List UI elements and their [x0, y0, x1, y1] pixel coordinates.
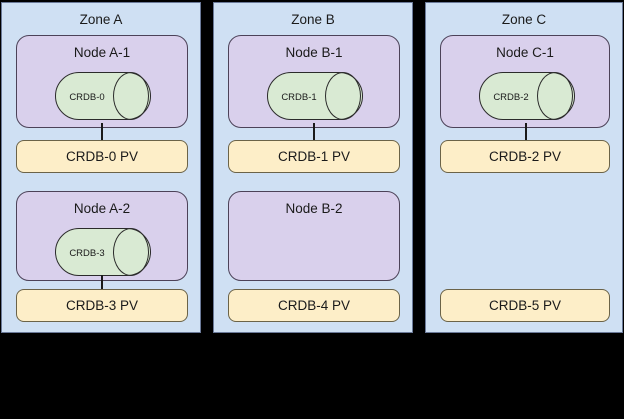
node-a-1-label: Node A-1 — [73, 45, 131, 60]
pv-crdb-2: CRDB-2 PV — [440, 140, 610, 173]
zone-b: Zone B Node B-1 CRDB-1 CRDB-1 PV Node B-… — [213, 2, 413, 333]
cylinder-cap-icon — [537, 72, 573, 120]
pv-crdb-1: CRDB-1 PV — [228, 140, 400, 173]
pod-crdb-2: CRDB-2 — [479, 72, 575, 120]
node-b-2-label: Node B-2 — [285, 201, 343, 216]
node-b-2: Node B-2 — [228, 191, 400, 281]
pv-crdb-4: CRDB-4 PV — [228, 289, 400, 322]
cylinder-cap-icon — [325, 72, 361, 120]
node-a-1: Node A-1 CRDB-0 — [16, 35, 188, 128]
pod-crdb-1: CRDB-1 — [267, 72, 363, 120]
pv-crdb-3-label: CRDB-3 PV — [65, 298, 138, 313]
pv-crdb-5: CRDB-5 PV — [440, 289, 610, 322]
cylinder-cap-icon — [113, 72, 149, 120]
node-b-1-label: Node B-1 — [285, 45, 343, 60]
pv-crdb-0-label: CRDB-0 PV — [65, 149, 138, 164]
node-c-1: Node C-1 CRDB-2 — [440, 35, 610, 128]
pv-crdb-4-label: CRDB-4 PV — [277, 298, 350, 313]
pod-crdb-1-label: CRDB-1 — [281, 91, 317, 103]
node-a-2: Node A-2 CRDB-3 — [16, 191, 188, 281]
pv-crdb-0: CRDB-0 PV — [16, 140, 188, 173]
pv-crdb-2-label: CRDB-2 PV — [488, 149, 561, 164]
pod-crdb-3-label: CRDB-3 — [69, 247, 105, 259]
zone-a: Zone A Node A-1 CRDB-0 CRDB-0 PV Node A-… — [1, 2, 201, 333]
connector-crdb-3-to-pv — [101, 275, 103, 293]
pod-crdb-0: CRDB-0 — [55, 72, 151, 120]
connector-crdb-1-to-pv — [313, 123, 315, 141]
pod-crdb-3: CRDB-3 — [55, 228, 151, 276]
pod-crdb-2-label: CRDB-2 — [493, 91, 529, 103]
connector-crdb-2-to-pv — [525, 123, 527, 141]
zone-c-label: Zone C — [501, 12, 547, 27]
connector-crdb-0-to-pv — [101, 123, 103, 141]
pv-crdb-5-label: CRDB-5 PV — [488, 298, 561, 313]
node-b-1: Node B-1 CRDB-1 — [228, 35, 400, 128]
pv-crdb-3: CRDB-3 PV — [16, 289, 188, 322]
node-a-2-label: Node A-2 — [73, 201, 131, 216]
node-c-1-label: Node C-1 — [496, 45, 554, 60]
zone-b-label: Zone B — [291, 12, 335, 27]
pod-crdb-0-label: CRDB-0 — [69, 91, 105, 103]
zone-c: Zone C Node C-1 CRDB-2 CRDB-2 PV CRDB-5 … — [425, 2, 623, 333]
cylinder-cap-icon — [113, 228, 149, 276]
pv-crdb-1-label: CRDB-1 PV — [277, 149, 350, 164]
zone-a-label: Zone A — [79, 12, 123, 27]
